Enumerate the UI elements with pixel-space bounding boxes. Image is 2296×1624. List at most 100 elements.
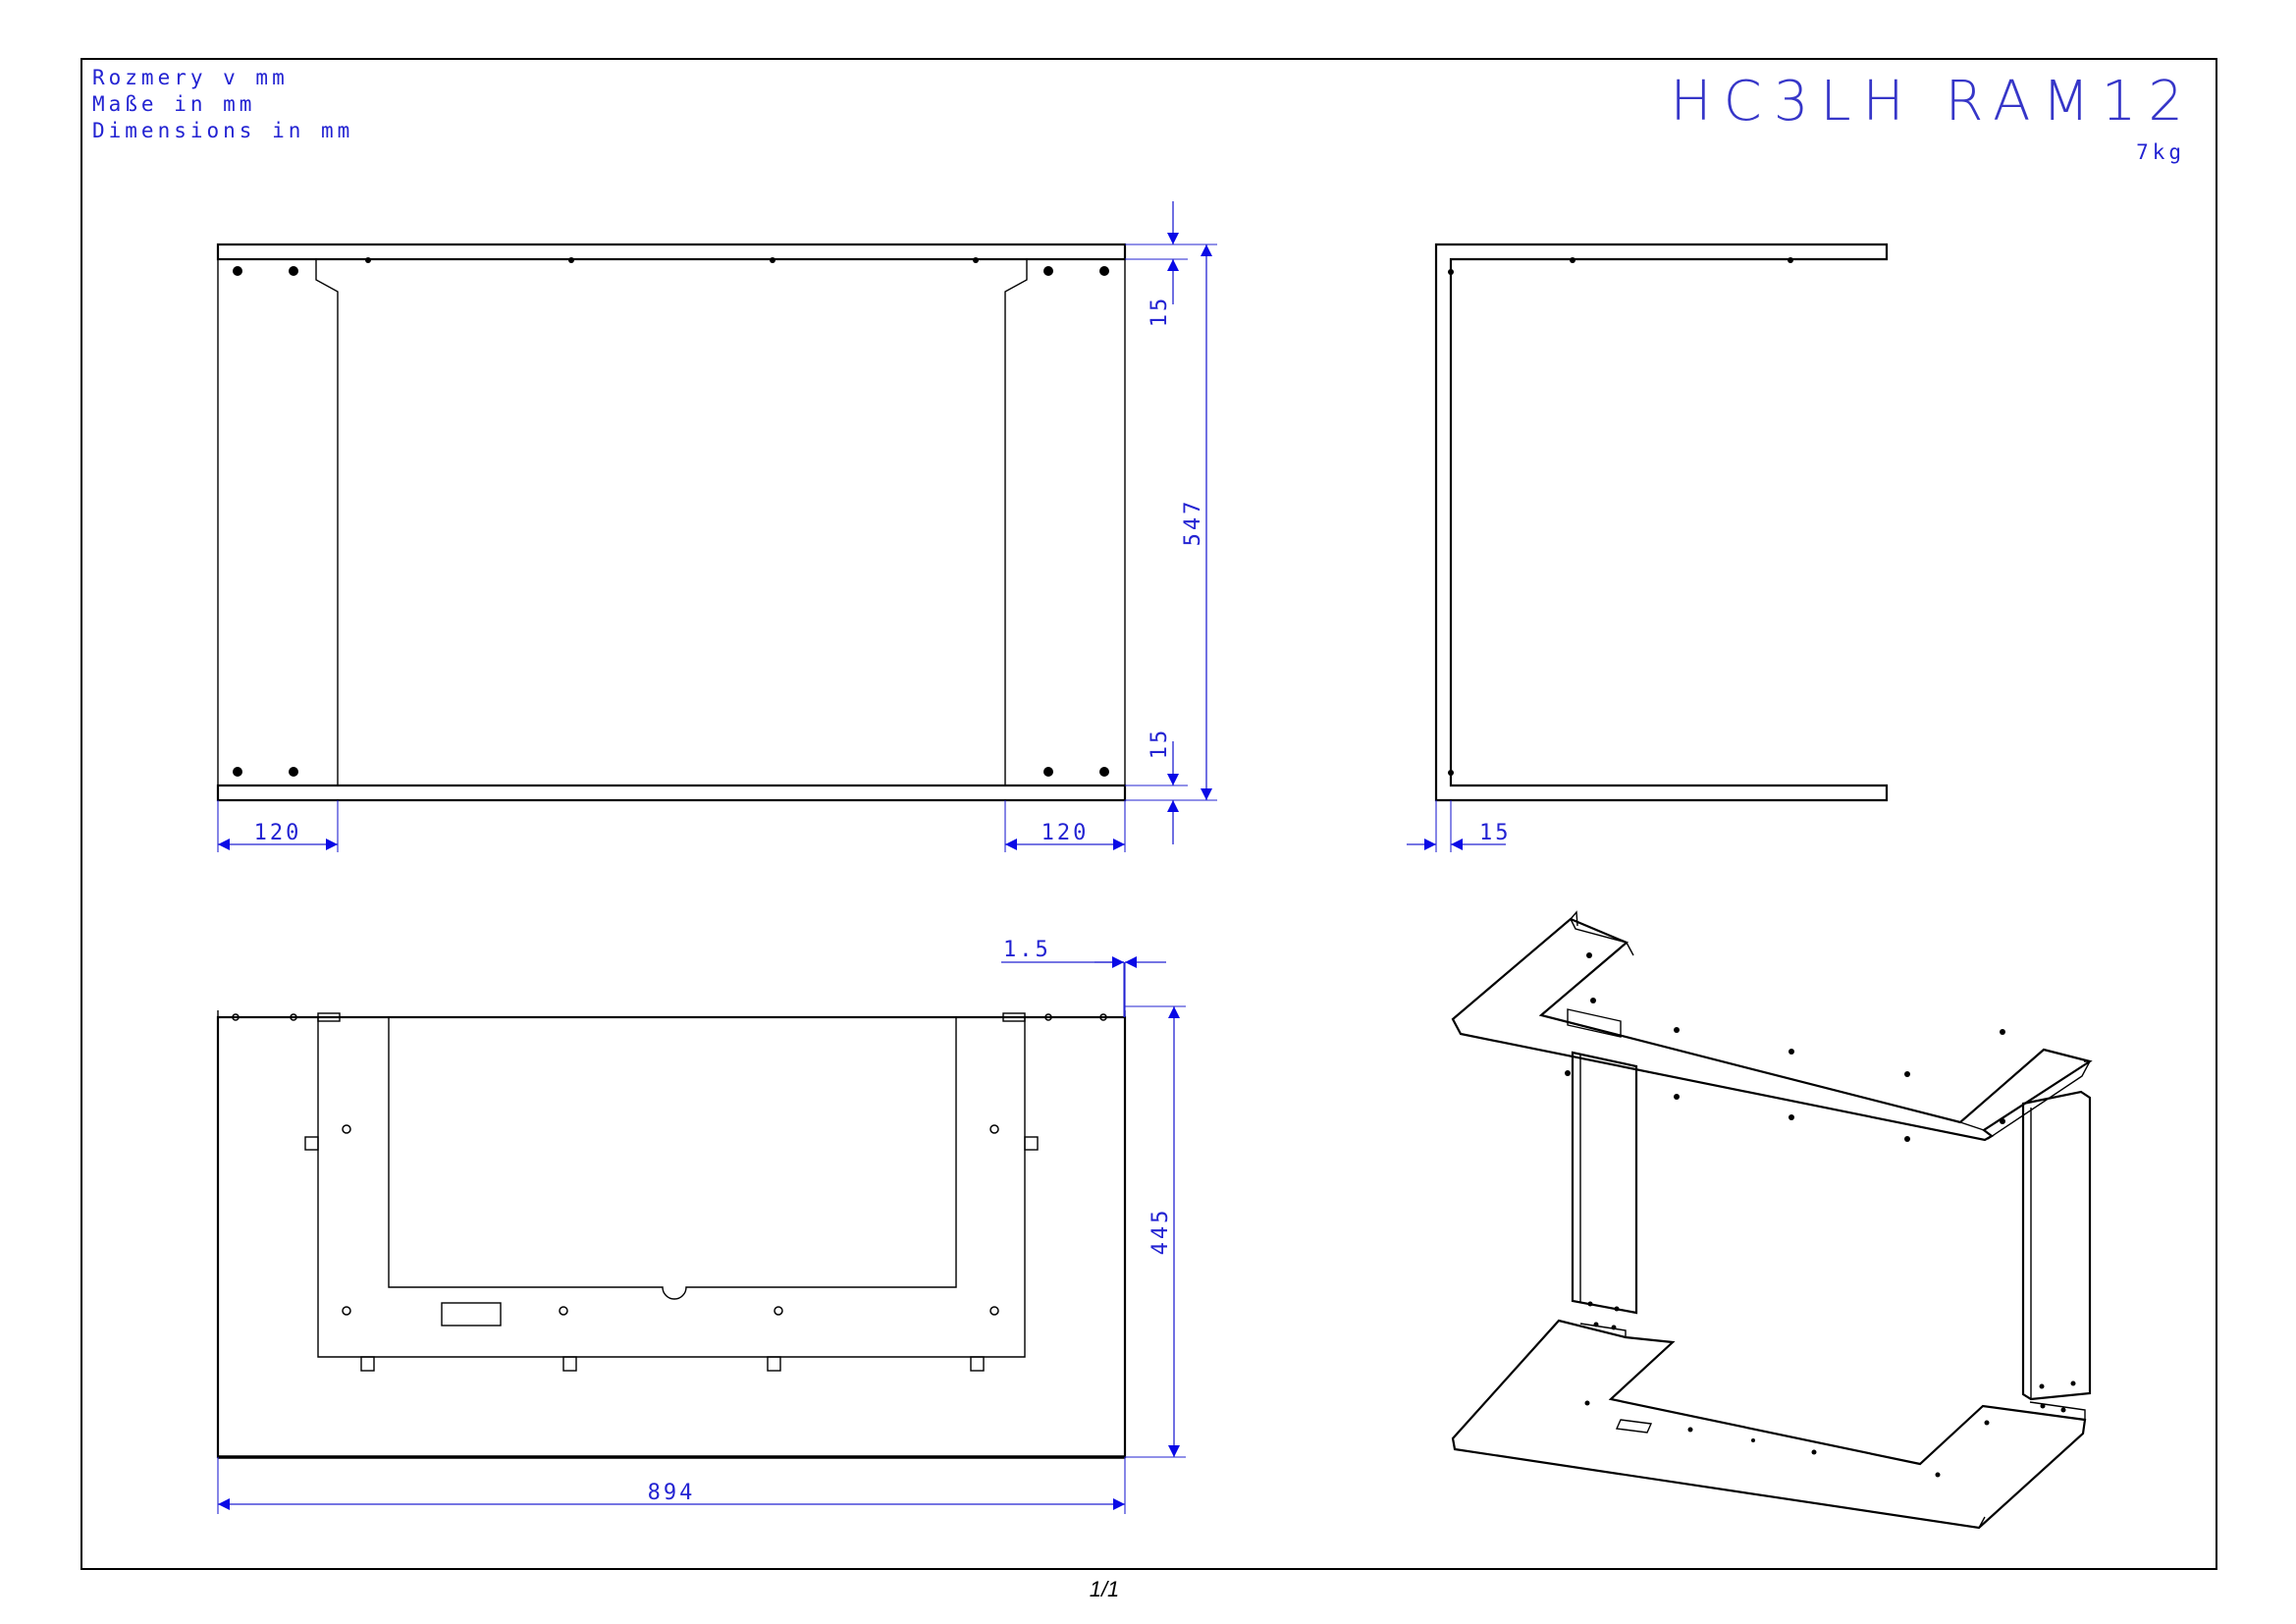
- plan-clip: [562, 1356, 577, 1372]
- front-right-post-edge: [1004, 259, 1028, 785]
- iso-top-frame-edge: [1452, 918, 1985, 1131]
- sheet-border: [80, 58, 2217, 1570]
- part-title: HC3LH RAM12: [1671, 70, 2195, 134]
- dim-plan-thickness: 1.5: [1003, 938, 1051, 962]
- iso-left-post: [1571, 1051, 1638, 1315]
- front-left-post-edge: [315, 259, 339, 785]
- iso-screw: [1674, 1094, 1680, 1100]
- front-hole: [233, 266, 242, 276]
- iso-base-slot: [1615, 1419, 1653, 1434]
- front-view: 15 547 15 120 120: [216, 201, 1217, 852]
- units-note-de: Maße in mm: [92, 92, 255, 116]
- iso-screw: [2039, 1383, 2045, 1389]
- front-hole: [1099, 767, 1109, 777]
- side-hole: [1570, 257, 1575, 263]
- plan-clip: [767, 1356, 781, 1372]
- iso-right-post: [2021, 1090, 2092, 1401]
- iso-screw: [1687, 1427, 1693, 1433]
- front-hole: [1043, 767, 1053, 777]
- dim-side-flange: 15: [1479, 821, 1512, 845]
- iso-screw: [2070, 1380, 2076, 1386]
- iso-screw: [1614, 1306, 1620, 1312]
- iso-screw: [1789, 1114, 1794, 1120]
- iso-screw: [1611, 1325, 1617, 1330]
- iso-inner-flange: [1567, 1008, 1622, 1038]
- plan-view: 1.5 445 894: [216, 938, 1186, 1514]
- front-hole: [365, 257, 371, 263]
- plan-hole: [989, 1306, 999, 1316]
- side-channel: [1434, 243, 1889, 802]
- iso-screw: [1593, 1322, 1599, 1327]
- plan-hole: [559, 1306, 568, 1316]
- iso-screw: [1587, 1301, 1593, 1307]
- iso-screw: [1565, 1070, 1571, 1076]
- part-weight: 7kg: [2136, 140, 2185, 164]
- plan-clip: [304, 1136, 319, 1151]
- plan-hole: [989, 1124, 999, 1134]
- plan-slot: [441, 1302, 502, 1326]
- front-top-plate: [216, 243, 1127, 261]
- page-number: 1/1: [1090, 1577, 1120, 1601]
- dim-front-height: 547: [1181, 499, 1205, 547]
- plan-outer-plate: [216, 1015, 1127, 1459]
- side-hole: [1788, 257, 1793, 263]
- plan-hole: [342, 1306, 351, 1316]
- dim-front-right-width: 120: [1041, 821, 1090, 845]
- iso-screw: [1590, 998, 1596, 1003]
- iso-screw: [1751, 1438, 1755, 1442]
- iso-screw: [1586, 952, 1592, 958]
- iso-top-frame: [1451, 917, 2093, 1142]
- plan-clip-group: [304, 1012, 1039, 1372]
- front-hole: [568, 257, 574, 263]
- iso-screw: [1584, 1400, 1590, 1406]
- plan-hole: [232, 1013, 240, 1021]
- front-hole: [289, 767, 298, 777]
- side-hole: [1448, 770, 1454, 776]
- iso-top-frame-flange: [1570, 910, 1634, 956]
- plan-hole: [290, 1013, 297, 1021]
- front-bottom-plate: [216, 784, 1127, 802]
- front-hole: [973, 257, 979, 263]
- front-hole: [1043, 266, 1053, 276]
- units-note: Rozmery v mm Maße in mm Dimensions in mm: [92, 66, 353, 142]
- plan-clip: [360, 1356, 375, 1372]
- dim-front-left-width: 120: [254, 821, 302, 845]
- units-note-sk: Rozmery v mm: [92, 66, 289, 89]
- plan-hole: [1099, 1013, 1107, 1021]
- units-note-en: Dimensions in mm: [92, 119, 353, 142]
- plan-inner-base: [317, 1017, 1026, 1358]
- iso-top-screws: [1565, 952, 2005, 1142]
- iso-screw: [1904, 1071, 1910, 1077]
- plan-cutout: [318, 1016, 1025, 1300]
- front-hole: [289, 266, 298, 276]
- plan-clip: [317, 1012, 341, 1022]
- dim-front-bottom-gap: 15: [1148, 728, 1172, 760]
- iso-screw: [1935, 1472, 1941, 1478]
- iso-screw: [2000, 1118, 2005, 1124]
- iso-screw: [2060, 1407, 2066, 1413]
- plan-hole-group: [232, 1013, 1107, 1316]
- front-hole: [770, 257, 775, 263]
- dim-plan-depth: 445: [1148, 1208, 1173, 1256]
- iso-screw: [1984, 1420, 1990, 1426]
- plan-hole: [1044, 1013, 1052, 1021]
- iso-top-frame-flange: [1987, 1060, 2092, 1140]
- plan-hole: [342, 1124, 351, 1134]
- iso-screw: [1674, 1027, 1680, 1033]
- isometric-view: [1451, 910, 2093, 1530]
- iso-screw: [1811, 1449, 1817, 1455]
- plan-clip: [1002, 1012, 1026, 1022]
- iso-base-bracket: [2029, 1401, 2086, 1420]
- iso-screw: [1789, 1049, 1794, 1055]
- front-hole-group: [233, 257, 1109, 777]
- front-hole: [233, 767, 242, 777]
- plan-hole: [774, 1306, 783, 1316]
- iso-screw: [2000, 1029, 2005, 1035]
- iso-screw: [1904, 1136, 1910, 1142]
- side-hole: [1448, 269, 1454, 275]
- front-hole: [1099, 266, 1109, 276]
- dim-plan-width: 894: [648, 1481, 696, 1505]
- side-view: 15: [1407, 243, 1889, 852]
- iso-base-edge: [1454, 1448, 1986, 1529]
